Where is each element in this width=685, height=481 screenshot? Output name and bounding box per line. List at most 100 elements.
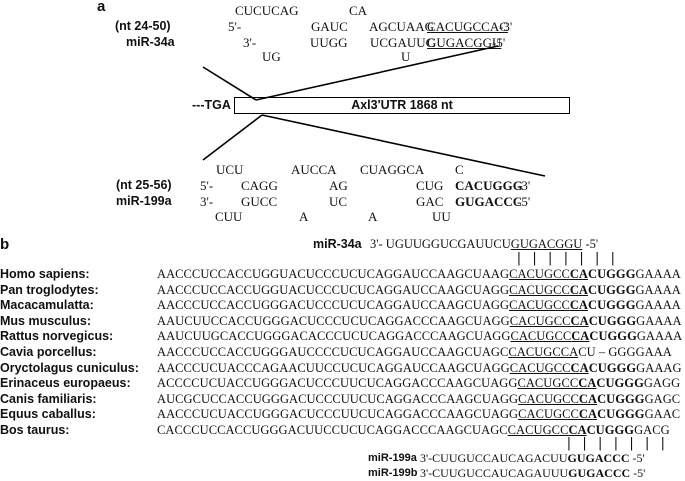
sequence-part-c: CUGGG bbox=[586, 423, 635, 437]
sequence-part-u: CACUGCC bbox=[510, 329, 572, 343]
site1-mir-suffix: -5' bbox=[492, 35, 506, 50]
sequence-part-u: CACUGCC bbox=[509, 314, 571, 328]
site2-top-bulge-4: C bbox=[455, 162, 464, 177]
sequence-part-u: CACUGCC bbox=[509, 361, 571, 375]
species-label: Canis familiaris: bbox=[0, 392, 97, 406]
site2-nt-label: (nt 25-56) bbox=[116, 178, 172, 192]
alignment-sequence: AAUCUUCCACCUGGGACUCCCUCUCAGGACCCAAGCUAGG… bbox=[157, 315, 682, 328]
mir34a-b-label: miR-34a bbox=[313, 237, 362, 251]
mir34a-b-seq: 3'- UGUUGGUCGAUUCUGUGACGGU -5' bbox=[370, 237, 599, 251]
sequence-part-a: AACCCUCUACCCAGAACUUCCUCUCAGGAUCCAAGCUAGG bbox=[157, 361, 510, 375]
alignment-sequence: AACCCUCCACCUGGGACUCCCUCUCAGGAUCCAAGCUAGG… bbox=[157, 299, 681, 312]
sequence-part-b: CA bbox=[570, 361, 589, 375]
sequence-part-d: GAGG bbox=[643, 376, 681, 390]
site2-mrna-seg2: AG bbox=[329, 178, 348, 193]
mir199a-b-seq: 3'-CUUGUCCAUCAGACUUGUGACCC -5' bbox=[420, 451, 645, 465]
sequence-part-a: AACCCUCCACCUGGUACUCCCUCUCAGGAUCCAAGCUAGG bbox=[157, 283, 510, 297]
site2-mir-prefix: 3'- bbox=[200, 194, 214, 209]
site1-mir-seed: GUGACGGU bbox=[427, 35, 502, 50]
sequence-part-b: CA bbox=[568, 423, 587, 437]
sequence-part-a: AACCCUCCACCUGGGACUCCCUCUCAGGAUCCAAGCUAGG bbox=[157, 298, 510, 312]
species-label: Oryctolagus cuniculus: bbox=[0, 361, 139, 375]
sequence-part-b: CA bbox=[571, 329, 590, 343]
sequence-part-a: AACCCUCCACCUGGUACUCCCUCUCAGGAUCCAAGCUAAG bbox=[157, 267, 510, 281]
sequence-part-b: CA bbox=[570, 314, 589, 328]
sequence-part-d: GAAAA bbox=[635, 267, 681, 281]
alignment-sequence: AACCCUCCACCUGGUACUCCCUCUCAGGAUCCAAGCUAGG… bbox=[157, 284, 681, 297]
site1-mrna-suffix: -3' bbox=[499, 19, 513, 34]
sequence-part-d: GAAAA bbox=[635, 283, 681, 297]
alignment-sequence: AACCCUCUACCUGGGACUCCCUUCUCAGGACCCAAGCUAG… bbox=[157, 408, 680, 421]
sequence-part-d: GAAAA bbox=[636, 314, 682, 328]
site1-mir-seg1: UUGG bbox=[310, 35, 348, 50]
seed-pairing-ticks-top: | | | | | | | bbox=[515, 251, 617, 266]
tga-label: ---TGA bbox=[192, 98, 231, 112]
site1-mir-prefix: 3'- bbox=[243, 35, 257, 50]
sequence-part-u: CACUGCC bbox=[507, 423, 569, 437]
site2-mir-suffix: -5' bbox=[517, 194, 531, 209]
sequence-part-c: CUGGG bbox=[588, 314, 637, 328]
species-label: Homo sapiens: bbox=[0, 267, 90, 281]
sequence-part-u: CACUGCC bbox=[518, 407, 579, 421]
sequence-part-d: GACG bbox=[634, 423, 670, 437]
sequence-part-d: GAAC bbox=[644, 407, 681, 421]
sequence-part-b: CA bbox=[569, 267, 588, 281]
alignment-sequence: AAUCUUGCACCUGGGACACCCUCUCAGGACCCAAGCUAGG… bbox=[157, 330, 682, 343]
sequence-part-c: CUGGG bbox=[588, 361, 637, 375]
species-label: Bos taurus: bbox=[0, 423, 70, 437]
sequence-part-d: CU – GGGGAAA bbox=[578, 345, 672, 359]
panel-b-label: b bbox=[0, 236, 10, 253]
site1-mrna-seg1: GAUC bbox=[311, 19, 348, 34]
sequence-part-u: CACUGCC bbox=[509, 267, 570, 281]
sequence-part-a: AAUCUUCCACCUGGGACUCCCUCUCAGGACCCAAGCUAGG bbox=[157, 314, 510, 328]
site2-top-bulge-1: UCU bbox=[216, 162, 244, 177]
sequence-part-u: CACUGCC bbox=[517, 376, 579, 390]
site2-bottom-bulge-4: UU bbox=[432, 209, 451, 224]
alignment-sequence: AACCCUCUACCCAGAACUUCCUCUCAGGAUCCAAGCUAGG… bbox=[157, 362, 682, 375]
site2-mrna-prefix: 5'- bbox=[200, 178, 214, 193]
site2-bottom-bulge-1: CUU bbox=[215, 209, 243, 224]
sequence-part-c: CUGGG bbox=[588, 283, 636, 297]
sequence-part-a: AACCCUCUACCUGGGACUCCCUUCUCAGGACCCAAGCUAG… bbox=[157, 407, 519, 421]
alignment-sequence: ACCCCUCUACCUGGGACUCCCUUCUCAGGACCCAAGCUAG… bbox=[157, 377, 680, 390]
sequence-part-u: CACUGCCA bbox=[508, 345, 579, 359]
site2-mrna-seed: CACUGGG bbox=[455, 178, 523, 193]
site2-mrna-suffix: -3' bbox=[517, 178, 531, 193]
sequence-part-c: CUGGG bbox=[597, 392, 645, 406]
species-label: Macacamulatta: bbox=[0, 298, 94, 312]
alignment-sequence: AUCGCUCCACCUGGGACUCCCUUCUCAGGACCCAAGCUAG… bbox=[157, 393, 680, 406]
site1-mir-label: miR-34a bbox=[126, 35, 175, 49]
panel-a-label: a bbox=[97, 0, 106, 15]
alignment-sequence: AACCCUCCACCUGGGAUCCCCUCUCAGGAUCCAAGCUAGC… bbox=[157, 346, 672, 359]
sequence-part-c: CUGGG bbox=[588, 267, 636, 281]
site2-mir-label: miR-199a bbox=[116, 194, 172, 208]
species-label: Rattus norvegicus: bbox=[0, 329, 114, 343]
species-label: Pan troglodytes: bbox=[0, 283, 99, 297]
site2-mrna-seg3: CUG bbox=[416, 178, 444, 193]
species-label: Erinaceus europaeus: bbox=[0, 376, 131, 390]
sequence-part-c: CUGGG bbox=[589, 329, 637, 343]
site1-nt-label: (nt 24-50) bbox=[115, 19, 171, 33]
mir199b-b-label: miR-199b bbox=[368, 467, 418, 479]
sequence-part-d: GAAAG bbox=[636, 361, 682, 375]
site2-top-bulge-3: CUAGGCA bbox=[360, 162, 425, 177]
site2-bottom-bulge-3: A bbox=[368, 209, 378, 224]
sequence-part-a: AUCGCUCCACCUGGGACUCCCUUCUCAGGACCCAAGCUAG… bbox=[157, 392, 519, 406]
site1-mrna-seed: CACUGCCAC bbox=[427, 19, 508, 34]
sequence-part-a: ACCCCUCUACCUGGGACUCCCUUCUCAGGACCCAAGCUAG… bbox=[157, 376, 518, 390]
seed-pairing-ticks-bottom: | | | | | | | bbox=[565, 436, 667, 451]
utr-box: Axl3'UTR 1868 nt bbox=[234, 97, 570, 114]
sequence-part-c: CUGGG bbox=[597, 407, 645, 421]
mir199a-b-label: miR-199a bbox=[368, 452, 417, 464]
site1-bottom-bulge-2: U bbox=[401, 49, 411, 64]
sequence-part-b: CA bbox=[578, 407, 598, 421]
utr-label: Axl3'UTR 1868 nt bbox=[351, 98, 453, 112]
species-label: Equus caballus: bbox=[0, 407, 96, 421]
sequence-part-a: AAUCUUGCACCUGGGACACCCUCUCAGGACCCAAGCUAGG bbox=[157, 329, 511, 343]
site2-mrna-seg1: CAGG bbox=[241, 178, 278, 193]
site2-top-bulge-2: AUCCA bbox=[291, 162, 337, 177]
sequence-part-c: CUGGG bbox=[588, 298, 636, 312]
alignment-sequence: CACCCUCCACCUGGGACUUCCUCUCAGGACCCAAGCUAGC… bbox=[157, 424, 670, 437]
site1-mir-seg2: UCGAUUC bbox=[370, 35, 435, 50]
species-label: Mus musculus: bbox=[0, 314, 91, 328]
